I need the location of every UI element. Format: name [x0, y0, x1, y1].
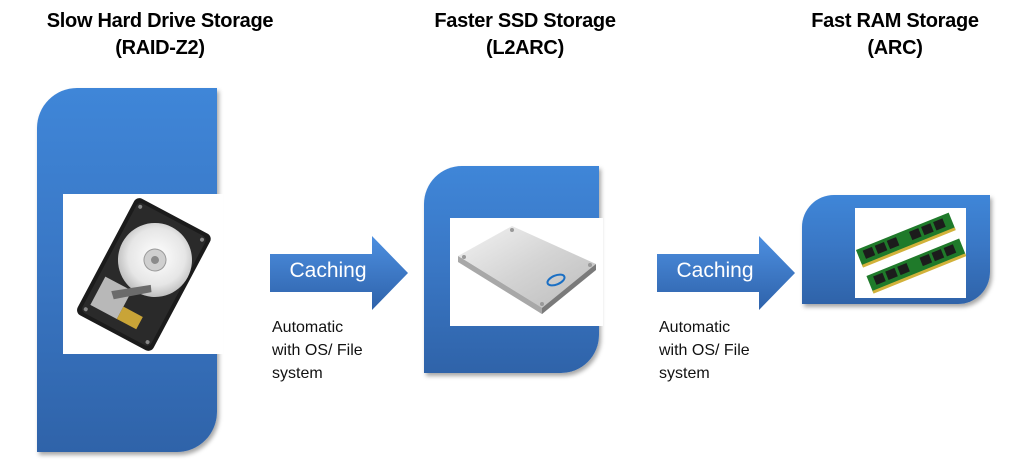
tier-title-ram: Fast RAM Storage (ARC): [770, 8, 1020, 62]
caching-note: Automatic with OS/ File system: [272, 316, 412, 385]
tier-title-hard-drive: Slow Hard Drive Storage (RAID-Z2): [0, 8, 320, 62]
tier-title-text: Fast RAM Storage: [811, 10, 979, 32]
caching-note-line: Automatic: [659, 319, 731, 336]
right-arrow-icon: [270, 236, 408, 310]
caching-note-line: system: [659, 365, 710, 382]
ssd-icon: [458, 226, 596, 314]
ram-icon: [855, 212, 966, 294]
caching-note-line: with OS/ File: [272, 342, 363, 359]
tier-subtitle-text: (ARC): [867, 37, 923, 59]
hard-drive-photo: [63, 194, 223, 354]
caching-note-line: Automatic: [272, 319, 344, 336]
tier-subtitle-text: (L2ARC): [486, 37, 564, 59]
tier-title-text: Faster SSD Storage: [434, 10, 616, 32]
tier-title-text: Slow Hard Drive Storage: [46, 10, 274, 32]
caching-note-line: system: [272, 365, 323, 382]
caching-label: Caching: [676, 259, 754, 282]
tier-title-ssd: Faster SSD Storage (L2ARC): [410, 8, 640, 62]
caching-label: Caching: [289, 259, 367, 282]
caching-note-line: with OS/ File: [659, 342, 750, 359]
tier-subtitle-text: (RAID-Z2): [115, 37, 205, 59]
ram-modules-photo: [855, 208, 966, 298]
ssd-photo: [450, 218, 603, 326]
caching-arrow-ssd-to-ram: Caching: [655, 236, 797, 310]
caching-arrow-hdd-to-ssd: Caching: [268, 236, 410, 310]
hard-drive-icon: [77, 198, 211, 351]
right-arrow-icon: [657, 236, 795, 310]
caching-note: Automatic with OS/ File system: [659, 316, 799, 385]
